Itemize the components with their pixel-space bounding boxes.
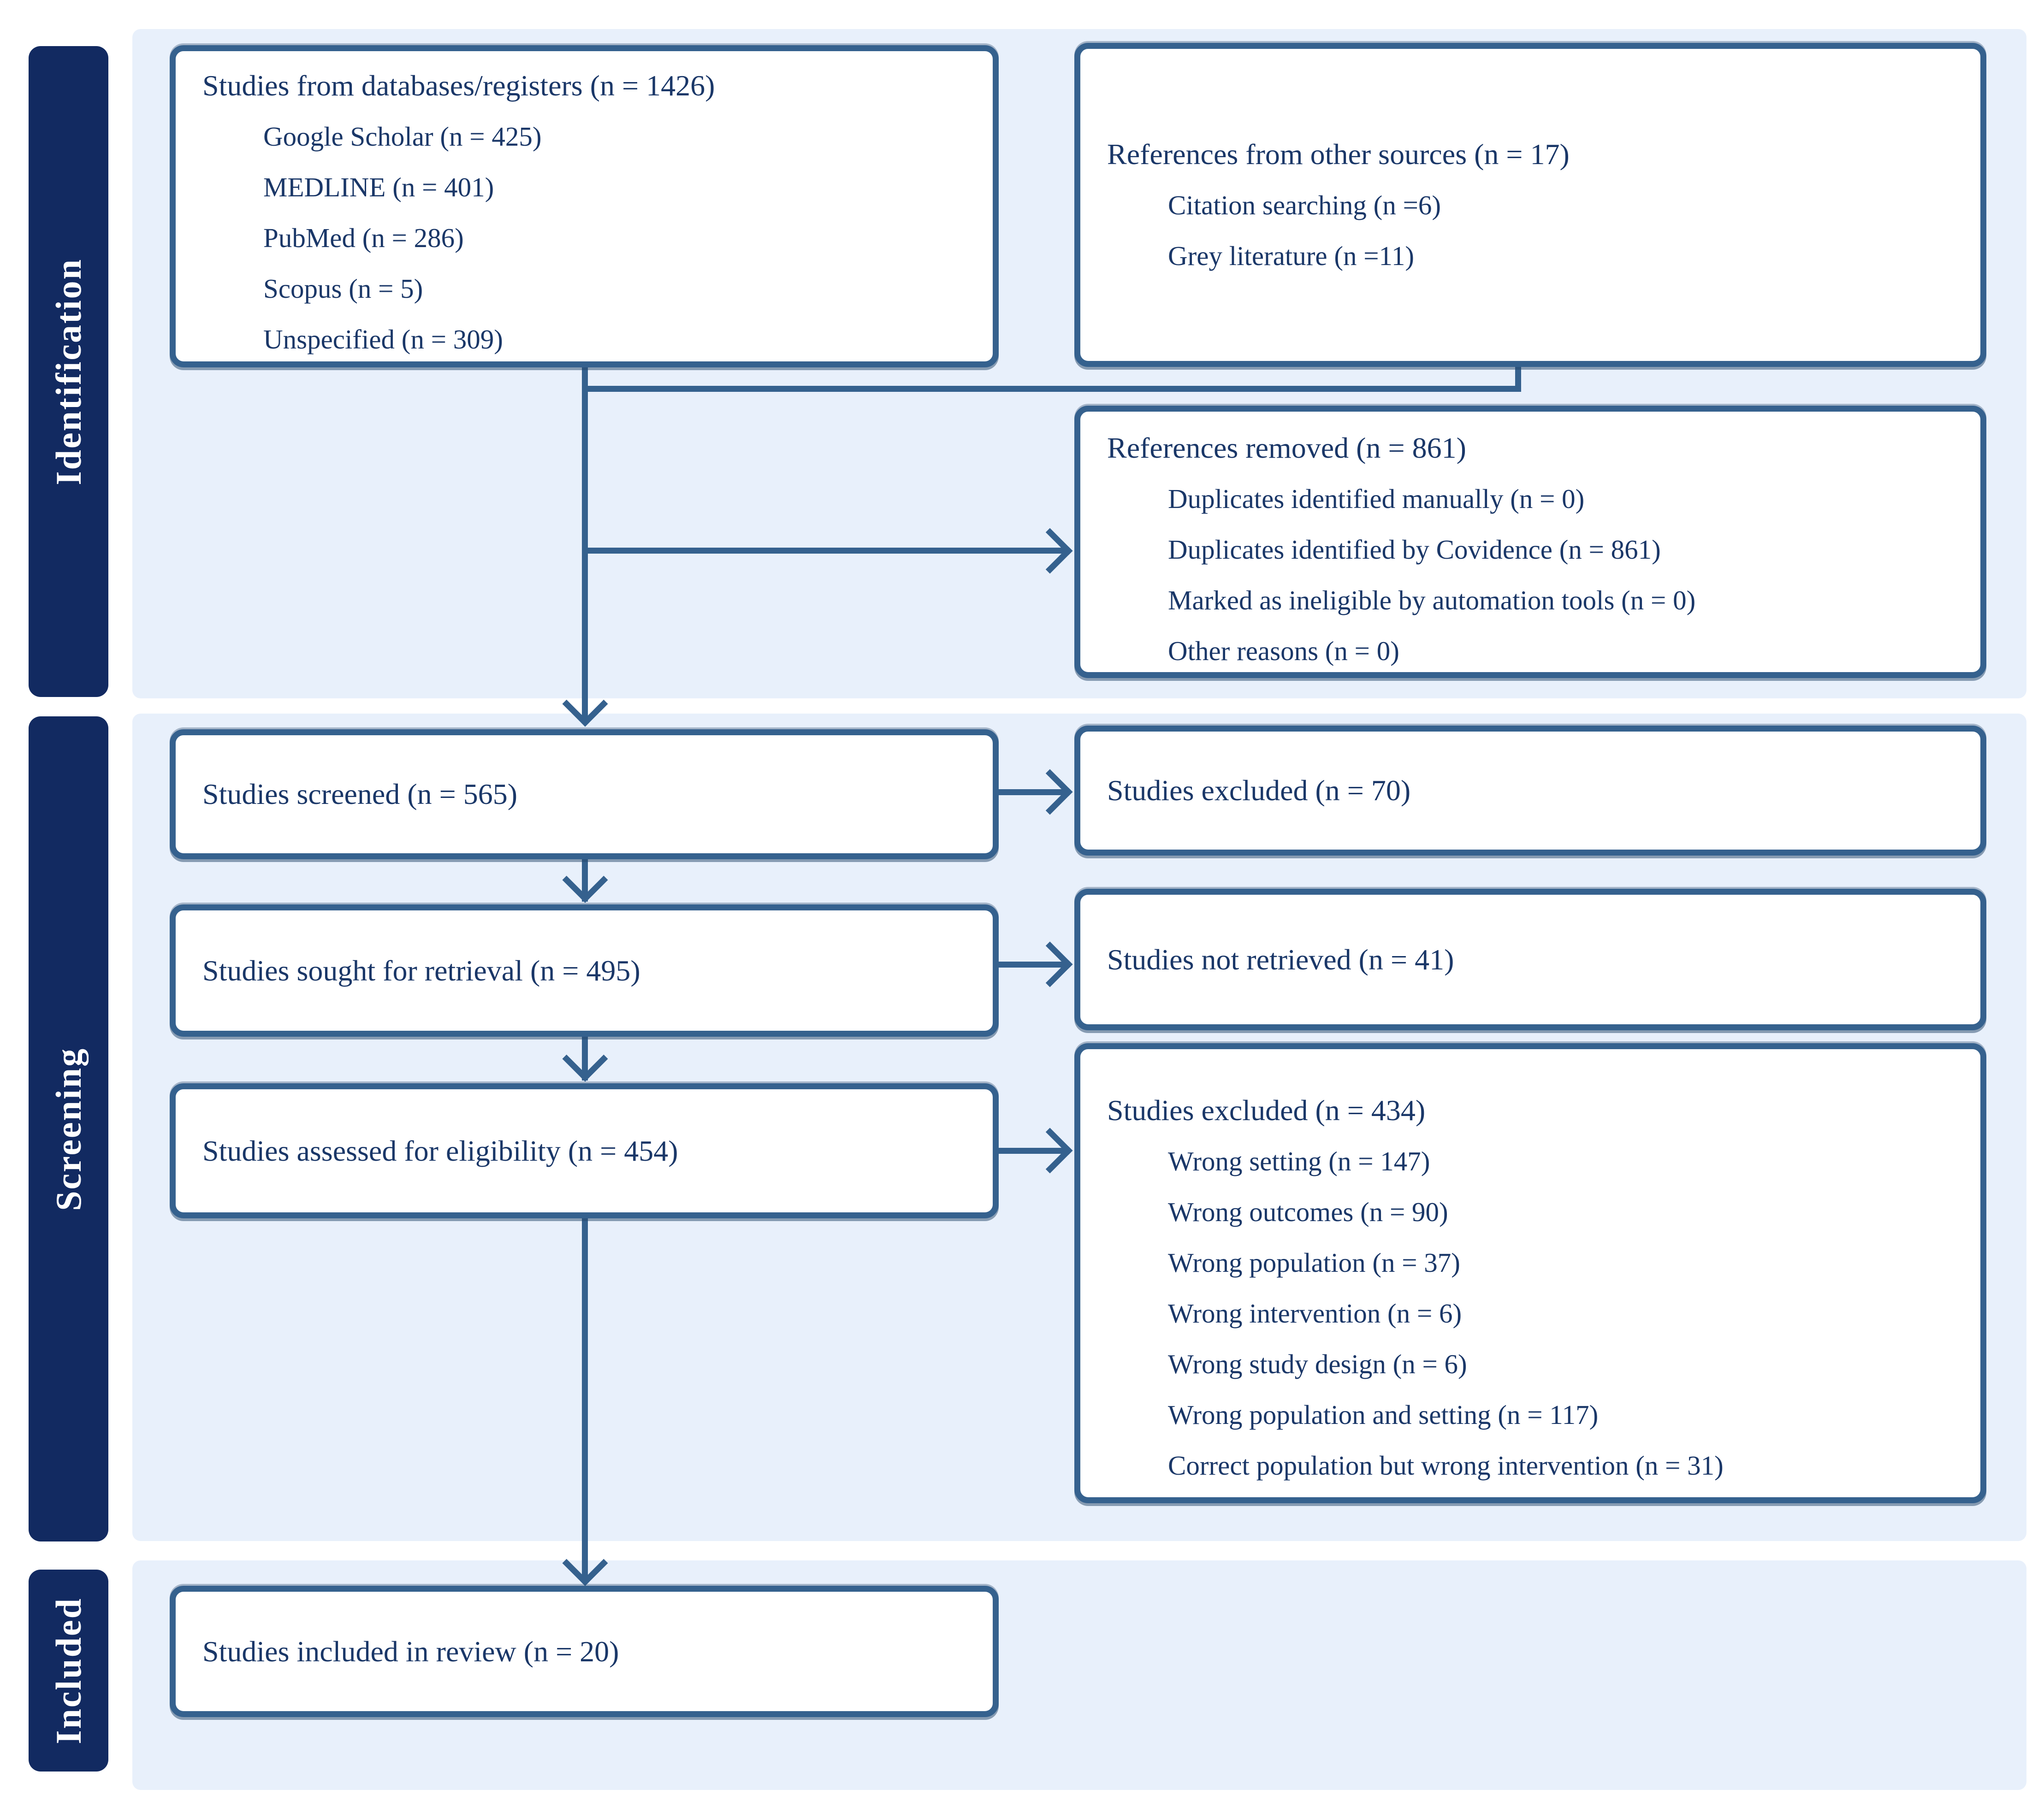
sidebar-label-included: Included bbox=[48, 1597, 89, 1744]
box-title: References removed (n = 861) bbox=[1107, 431, 1466, 464]
box-studies-sought-retrieval: Studies sought for retrieval (n = 495) bbox=[170, 904, 999, 1037]
connector-merge-horizontal bbox=[582, 386, 1521, 392]
box-item: Scopus (n = 5) bbox=[263, 273, 423, 304]
box-title: Studies not retrieved (n = 41) bbox=[1107, 943, 1454, 976]
box-item: Duplicates identified by Covidence (n = … bbox=[1168, 534, 1661, 565]
connector-assessed-to-excluded bbox=[999, 1148, 1069, 1154]
connector-screened-to-excluded bbox=[999, 789, 1069, 795]
connector-screened-to-sought bbox=[582, 859, 588, 902]
sidebar-label-identification: Identification bbox=[48, 258, 89, 485]
box-title: References from other sources (n = 17) bbox=[1107, 137, 1570, 171]
sidebar-label-screening: Screening bbox=[48, 1047, 89, 1211]
box-studies-from-databases: Studies from databases/registers (n = 14… bbox=[170, 45, 999, 367]
box-references-other-sources: References from other sources (n = 17) C… bbox=[1074, 43, 1986, 367]
box-studies-assessed-eligibility: Studies assessed for eligibility (n = 45… bbox=[170, 1083, 999, 1218]
box-title: Studies assessed for eligibility (n = 45… bbox=[202, 1134, 678, 1167]
box-studies-not-retrieved: Studies not retrieved (n = 41) bbox=[1074, 889, 1986, 1030]
box-item: Duplicates identified manually (n = 0) bbox=[1168, 484, 1585, 514]
box-studies-screened: Studies screened (n = 565) bbox=[170, 729, 999, 859]
sidebar-bar-included: Included bbox=[29, 1570, 108, 1772]
box-item: Citation searching (n =6) bbox=[1168, 189, 1441, 220]
box-item: Google Scholar (n = 425) bbox=[263, 121, 542, 152]
box-references-removed: References removed (n = 861) Duplicates … bbox=[1074, 406, 1986, 678]
box-item: Grey literature (n =11) bbox=[1168, 240, 1414, 271]
connector-sought-to-assessed bbox=[582, 1037, 588, 1081]
connector-other-sources-stub bbox=[1515, 367, 1521, 392]
box-title: Studies from databases/registers (n = 14… bbox=[202, 69, 715, 102]
box-item: Correct population but wrong interventio… bbox=[1168, 1450, 1724, 1481]
box-title: Studies excluded (n = 70) bbox=[1107, 774, 1411, 807]
box-studies-excluded-screening: Studies excluded (n = 70) bbox=[1074, 726, 1986, 856]
box-item: Unspecified (n = 309) bbox=[263, 324, 503, 354]
box-item: Other reasons (n = 0) bbox=[1168, 636, 1399, 666]
sidebar-bar-identification: Identification bbox=[29, 46, 108, 697]
box-item: Marked as ineligible by automation tools… bbox=[1168, 585, 1696, 615]
box-title: Studies excluded (n = 434) bbox=[1107, 1094, 1426, 1127]
connector-to-references-removed bbox=[582, 548, 1069, 554]
connector-databases-to-screened bbox=[582, 367, 588, 721]
box-item: Wrong population (n = 37) bbox=[1168, 1247, 1460, 1278]
box-title: Studies screened (n = 565) bbox=[202, 778, 518, 810]
box-item: Wrong outcomes (n = 90) bbox=[1168, 1197, 1448, 1227]
box-title: Studies included in review (n = 20) bbox=[202, 1635, 619, 1668]
connector-sought-to-not-retrieved bbox=[999, 962, 1069, 968]
box-item: Wrong intervention (n = 6) bbox=[1168, 1298, 1462, 1329]
box-item: PubMed (n = 286) bbox=[263, 223, 464, 253]
box-item: Wrong study design (n = 6) bbox=[1168, 1349, 1467, 1379]
box-title: Studies sought for retrieval (n = 495) bbox=[202, 954, 640, 987]
box-item: Wrong population and setting (n = 117) bbox=[1168, 1400, 1599, 1430]
connector-assessed-to-included bbox=[582, 1218, 588, 1581]
box-studies-excluded-eligibility: Studies excluded (n = 434) Wrong setting… bbox=[1074, 1043, 1986, 1503]
sidebar-bar-screening: Screening bbox=[29, 716, 108, 1541]
box-studies-included-review: Studies included in review (n = 20) bbox=[170, 1586, 999, 1717]
box-item: Wrong setting (n = 147) bbox=[1168, 1146, 1430, 1176]
box-item: MEDLINE (n = 401) bbox=[263, 172, 494, 202]
